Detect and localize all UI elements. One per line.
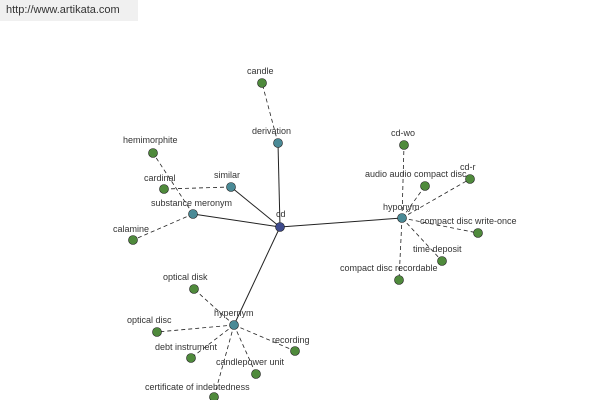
label-candle: candle [247, 66, 274, 76]
label-recording: recording [272, 335, 310, 345]
edge-hypernym-candlepower-unit [233, 324, 257, 375]
label-time-deposit: time deposit [413, 244, 462, 254]
label-similar: similar [214, 170, 240, 180]
node-hyponym[interactable] [397, 213, 407, 223]
edge-derivation-candle [261, 82, 279, 144]
node-hypernym[interactable] [229, 320, 239, 330]
node-substance-meronym[interactable] [188, 209, 198, 219]
edge-cd-substance-meronym [192, 213, 281, 228]
node-cardinal[interactable] [159, 184, 169, 194]
graph-nodes [128, 78, 483, 400]
edge-substance-meronym-hemimorphite [152, 152, 194, 215]
label-audio-compact-disc: audio audio compact disc [365, 169, 467, 179]
node-audio-compact-disc[interactable] [420, 181, 430, 191]
label-optical-disk: optical disk [163, 272, 208, 282]
label-hemimorphite: hemimorphite [123, 135, 178, 145]
graph-edges [132, 82, 479, 398]
edge-hyponym-compact-disc-recordable [398, 217, 403, 281]
label-cd: cd [276, 209, 286, 219]
node-cd-r[interactable] [465, 174, 475, 184]
label-compact-disc-write-once: compact disc write-once [420, 216, 517, 226]
node-derivation[interactable] [273, 138, 283, 148]
label-substance-meronym: substance meronym [151, 198, 232, 208]
node-optical-disk[interactable] [189, 284, 199, 294]
edge-hyponym-cd-r [401, 178, 471, 219]
label-candlepower-unit: candlepower unit [216, 357, 285, 367]
node-certificate-of-indebtedness[interactable] [209, 392, 219, 400]
edge-cd-hyponym [279, 217, 403, 228]
node-optical-disc[interactable] [152, 327, 162, 337]
label-cardinal: cardinal [144, 173, 176, 183]
label-hyponym: hyponym [383, 202, 420, 212]
edge-cd-derivation [277, 142, 281, 228]
edge-hyponym-cd-wo [401, 144, 405, 219]
node-debt-instrument[interactable] [186, 353, 196, 363]
node-hemimorphite[interactable] [148, 148, 158, 158]
label-hypernym: hypernym [214, 308, 254, 318]
node-candlepower-unit[interactable] [251, 369, 261, 379]
edge-substance-meronym-calamine [132, 213, 194, 241]
label-certificate-of-indebtedness: certificate of indebtedness [145, 382, 250, 392]
label-compact-disc-recordable: compact disc recordable [340, 263, 438, 273]
node-compact-disc-recordable[interactable] [394, 275, 404, 285]
edge-cd-hypernym [233, 226, 281, 326]
url-header: http://www.artikata.com [0, 0, 138, 21]
node-cd-wo[interactable] [399, 140, 409, 150]
label-debt-instrument: debt instrument [155, 342, 218, 352]
label-cd-wo: cd-wo [391, 128, 415, 138]
label-derivation: derivation [252, 126, 291, 136]
graph-labels: cd derivation similar substance meronym hypo… [113, 66, 517, 392]
node-similar[interactable] [226, 182, 236, 192]
node-time-deposit[interactable] [437, 256, 447, 266]
node-calamine[interactable] [128, 235, 138, 245]
node-compact-disc-write-once[interactable] [473, 228, 483, 238]
label-calamine: calamine [113, 224, 149, 234]
edge-hyponym-compact-disc-write-once [401, 217, 479, 234]
node-cd[interactable] [275, 222, 285, 232]
node-candle[interactable] [257, 78, 267, 88]
edge-similar-cardinal [163, 186, 232, 190]
label-cd-r: cd-r [460, 162, 476, 172]
label-optical-disc: optical disc [127, 315, 172, 325]
node-recording[interactable] [290, 346, 300, 356]
edge-hypernym-optical-disc [156, 324, 235, 333]
edge-hypernym-optical-disk [193, 288, 235, 326]
edge-hypernym-debt-instrument [190, 324, 235, 359]
edge-cd-similar [230, 186, 281, 228]
edge-hyponym-time-deposit [401, 217, 443, 262]
edge-hypernym-certificate-of-indebtedness [213, 324, 235, 398]
